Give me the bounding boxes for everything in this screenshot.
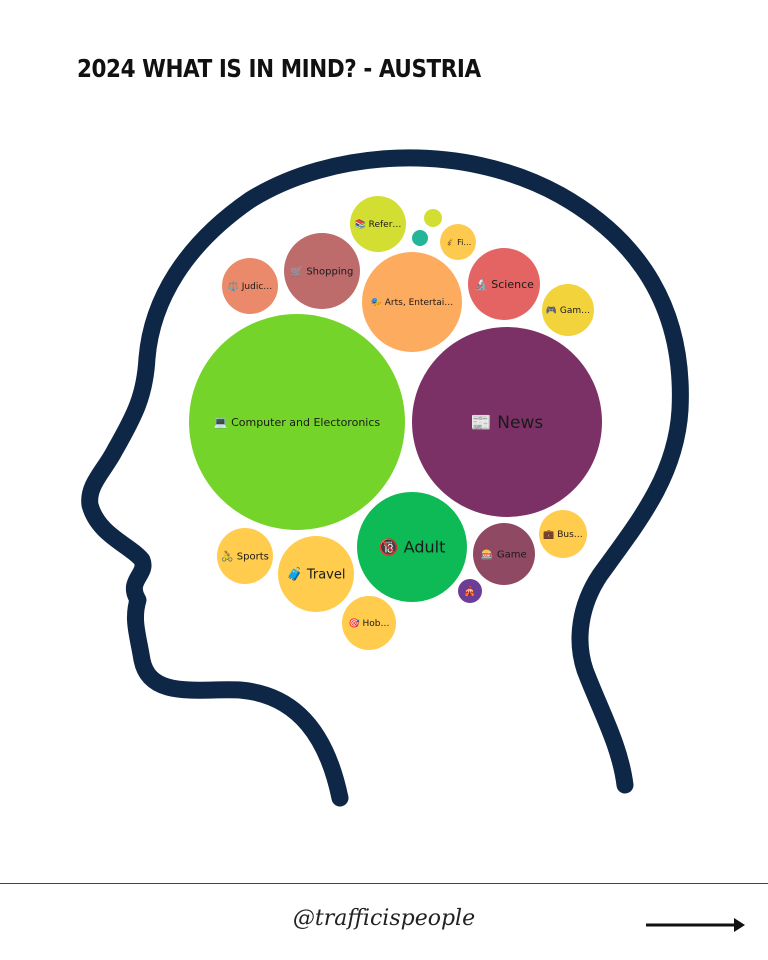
bubble-label-adult: 🔞 Adult <box>379 538 446 557</box>
bubble-label-arts-entertainment: 🎭 Arts, Entertai… <box>371 297 454 308</box>
bubble-label-finance: 💰 Fi… <box>445 237 472 247</box>
bubble-sports <box>217 528 273 584</box>
bubble-label-shopping: 🛒 Shopping <box>291 265 354 278</box>
bubble-travel <box>278 536 354 612</box>
bubble-label-business: 💼 Bus… <box>543 529 583 540</box>
head-outline <box>81 149 689 807</box>
bubble-judicial <box>222 258 278 314</box>
bubble-label-game: 🎰 Game <box>481 548 526 561</box>
bubble-label-sports: 🚴 Sports <box>221 550 269 563</box>
footer-divider <box>0 883 768 884</box>
bubble-computer-and-electronics <box>189 314 405 530</box>
bubble-label-reference: 📚 Refer… <box>355 219 402 230</box>
bubble-adult <box>357 492 467 602</box>
bubble-label-travel: 🧳 Travel <box>287 567 346 583</box>
bubble-reference <box>350 196 406 252</box>
bubble-science <box>468 248 540 320</box>
bubble-news <box>412 327 602 517</box>
bubble-label-computer-and-electronics: 💻 Computer and Electoronics <box>214 416 381 429</box>
bubble-business <box>539 510 587 558</box>
bubble-purple-small <box>458 579 482 603</box>
bubble-label-hobbies: 🎯 Hob… <box>348 618 389 629</box>
bubble-label-games: 🎮 Gam… <box>546 306 590 316</box>
bubble-shopping <box>284 233 360 309</box>
bubble-teal-small <box>412 230 428 246</box>
head-illustration: 💻 Computer and Electoronics 📰 News 🔞 Adult… <box>81 149 689 807</box>
bubble-label-news: 📰 News <box>471 413 544 433</box>
bubble-finance <box>440 224 476 260</box>
arrow-right-icon[interactable] <box>646 915 746 935</box>
bubble-arts-entertainment <box>362 252 462 352</box>
bubble-label-purple-small: 🎪 <box>464 585 475 597</box>
bubble-hobbies <box>342 596 396 650</box>
bubble-label-science: 🔬 Science <box>474 277 534 291</box>
bubble-game <box>473 523 535 585</box>
bubble-lime-small <box>424 209 442 227</box>
bubble-games <box>542 284 594 336</box>
bubble-label-judicial: ⚖️ Judic… <box>228 280 273 292</box>
handle-text: @trafficispeople <box>292 906 476 931</box>
bubble-group: 💻 Computer and Electoronics 📰 News 🔞 Adult… <box>189 196 602 650</box>
page-title: 2024 WHAT IS IN MIND? - AUSTRIA <box>77 54 481 83</box>
